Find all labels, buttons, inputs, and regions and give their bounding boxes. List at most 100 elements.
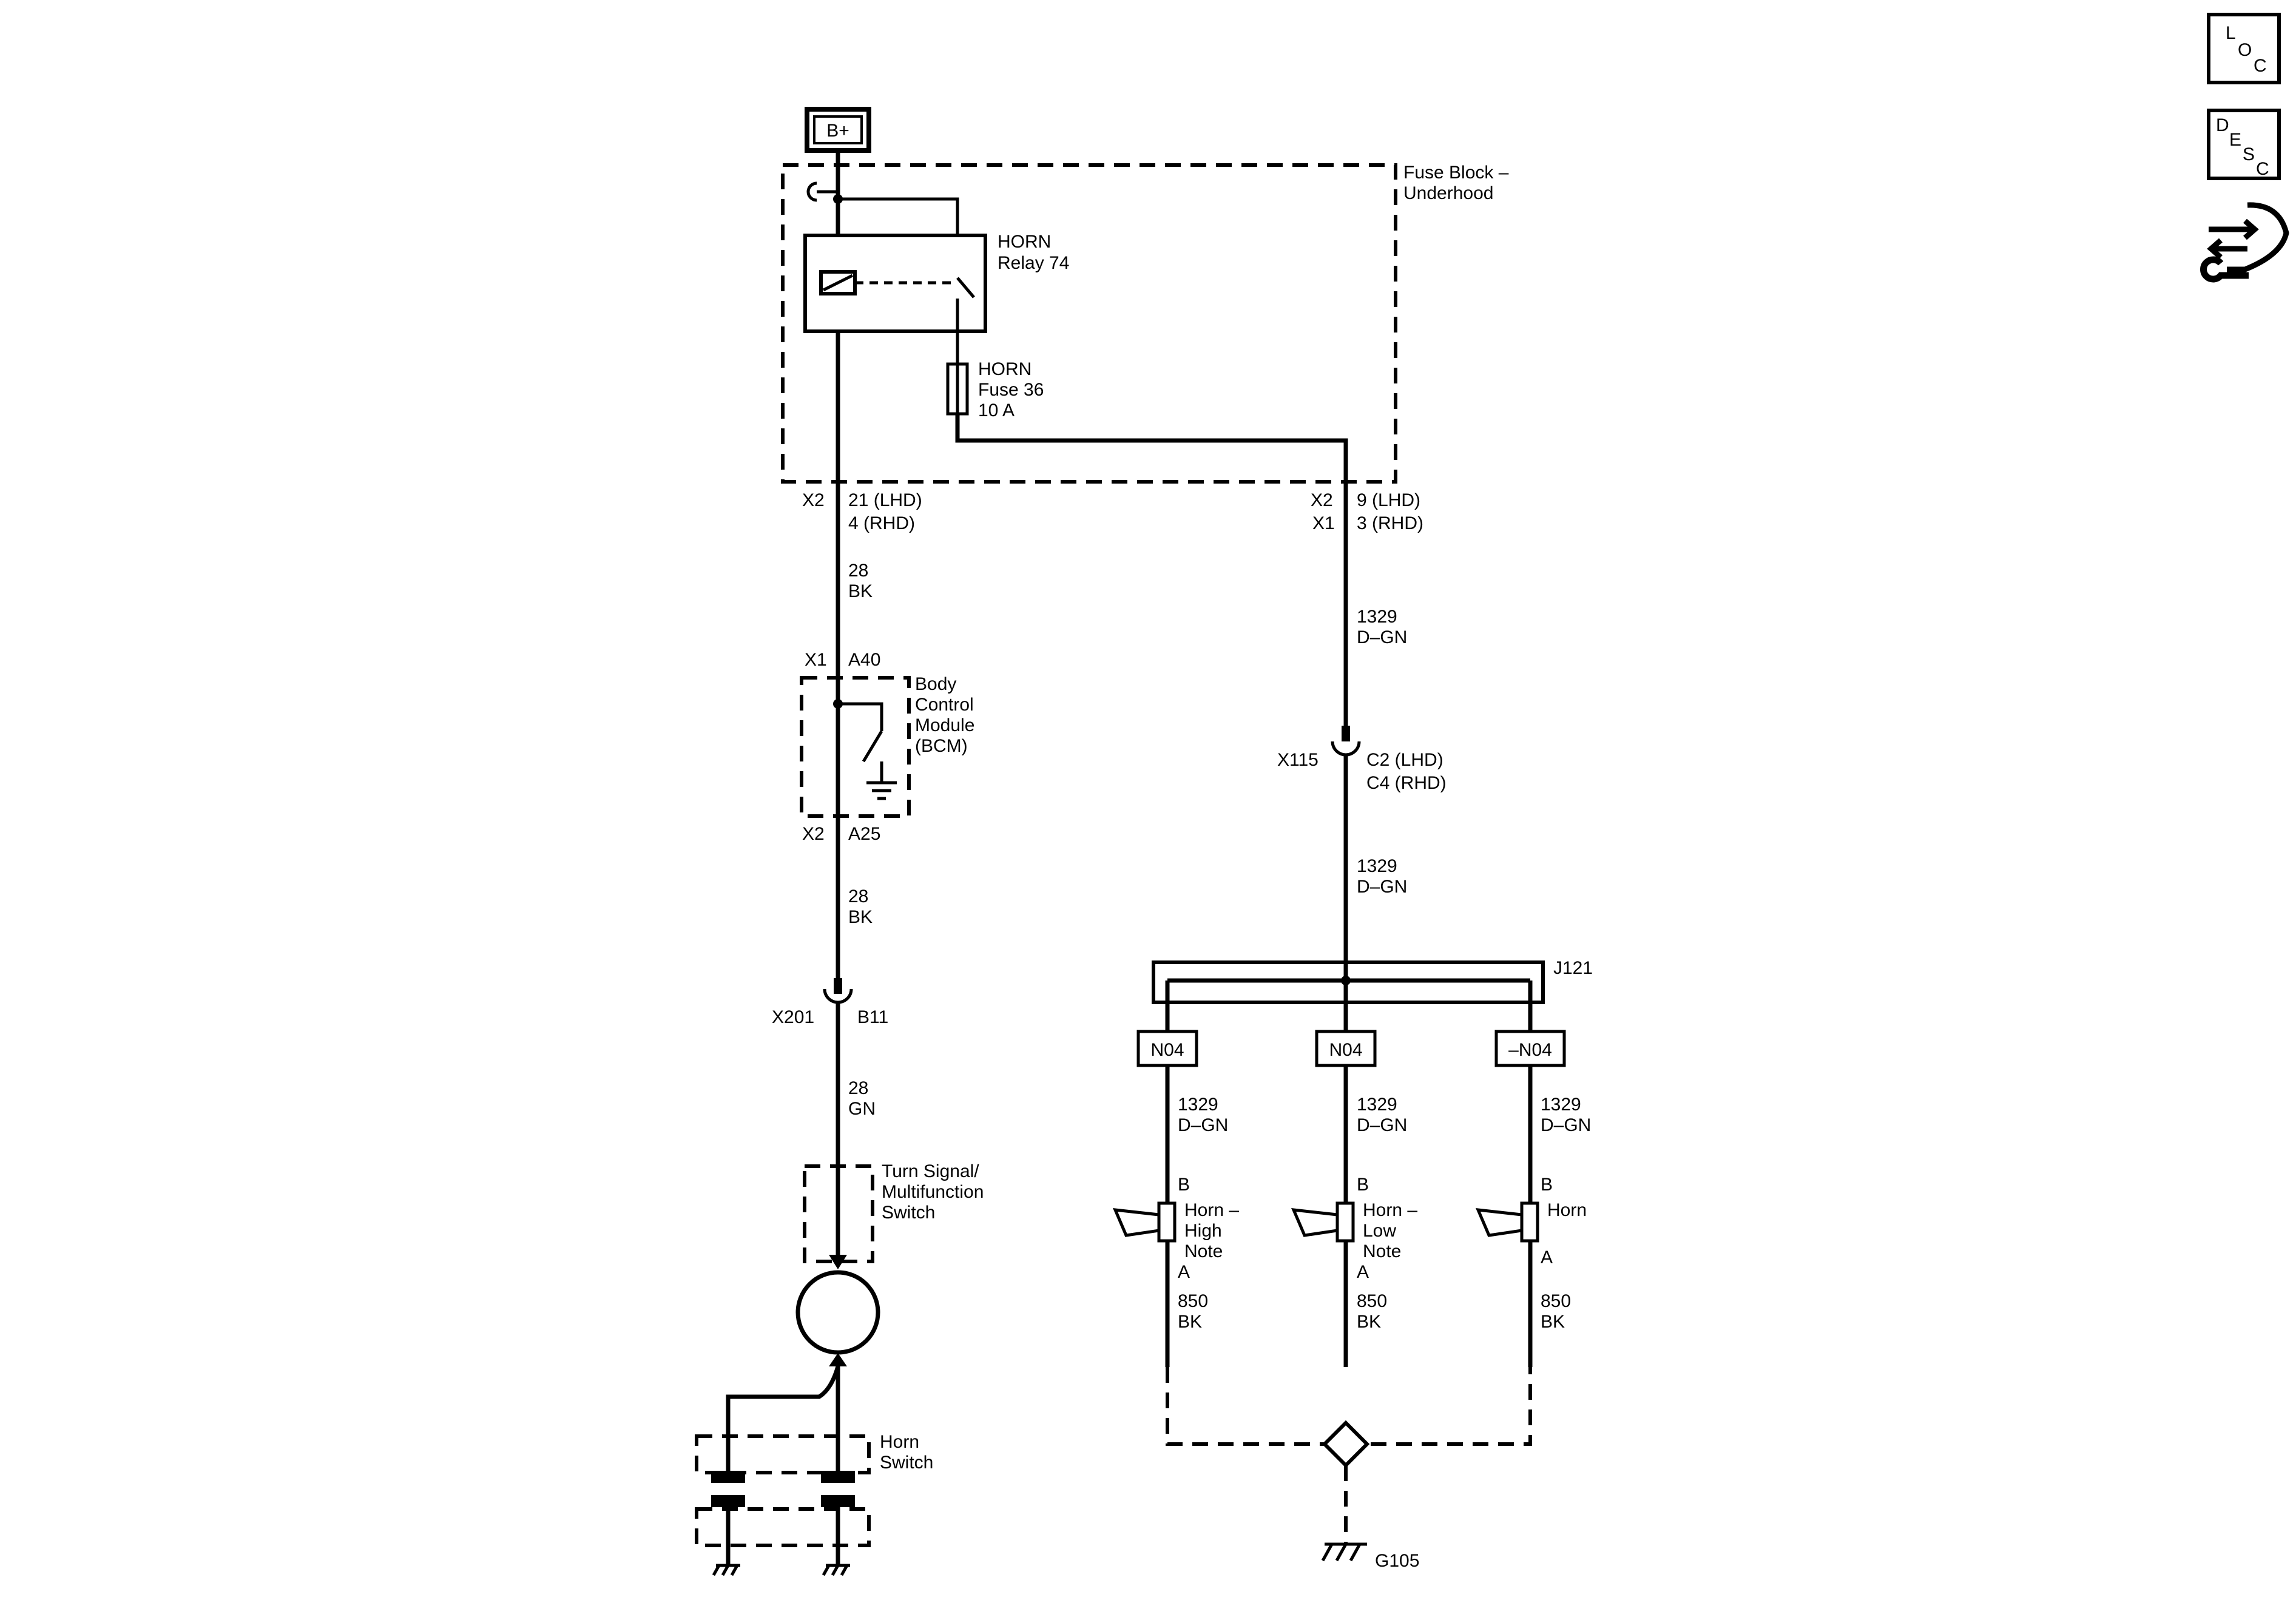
horn-name-1a: Horn – — [1363, 1200, 1417, 1220]
horn-switch-outline-top — [695, 1434, 871, 1474]
option-box-0 — [1136, 1030, 1198, 1067]
loc-button[interactable]: L O C — [2207, 13, 2281, 84]
battery-supply-label: B+ — [826, 121, 849, 141]
horn-name-1c: Note — [1363, 1241, 1401, 1261]
horn-low-note-icon — [1291, 1208, 1339, 1237]
bcm-conn-bot: X2 — [802, 824, 825, 844]
fb-pin-right-b: 3 (RHD) — [1357, 513, 1423, 533]
chassis-ground-icon-left — [712, 1564, 740, 1576]
x115-conn: X115 — [1277, 750, 1319, 770]
left-wire2-color: BK — [848, 907, 873, 927]
turn-signal-switch-outline — [803, 1164, 874, 1263]
right-wire2-num: 1329 — [1357, 856, 1397, 876]
horn-pin-a-0: A — [1178, 1262, 1190, 1282]
right-wire1-num: 1329 — [1357, 607, 1397, 627]
fuse-label-3: 10 A — [978, 400, 1015, 420]
tsw-label-2: Multifunction — [882, 1182, 984, 1202]
fuse-block-label-1: Fuse Block – — [1403, 163, 1509, 183]
fb-pin-left-a: 21 (LHD) — [848, 490, 922, 510]
option-label-1: N04 — [1329, 1040, 1362, 1060]
horn-high-note-icon — [1113, 1208, 1161, 1237]
x115-connector — [1331, 741, 1361, 757]
bcm-pin-bot: A25 — [848, 824, 880, 844]
left-wire1-color: BK — [848, 581, 873, 601]
fb-conn-right-b: X1 — [1312, 513, 1335, 533]
horn-gnd-color-0: BK — [1178, 1312, 1202, 1332]
horn-wire-num-1: 1329 — [1357, 1095, 1397, 1115]
x201-conn: X201 — [772, 1007, 814, 1027]
fb-conn-left: X2 — [802, 490, 825, 510]
left-wire3-num: 28 — [848, 1078, 868, 1098]
horn-pin-a-1: A — [1357, 1262, 1369, 1282]
horn-switch-outline-bot — [695, 1507, 871, 1547]
desc-button[interactable]: D E S C — [2207, 109, 2281, 180]
x115-pin-a: C2 (LHD) — [1366, 750, 1443, 770]
fb-pin-left-b: 4 (RHD) — [848, 513, 915, 533]
horn-name-1b: Low — [1363, 1221, 1396, 1241]
splice-label: J121 — [1553, 958, 1593, 978]
horn-switch-label-2: Switch — [880, 1453, 933, 1473]
splice-pack-j121 — [1152, 960, 1545, 1004]
right-wire1-color: D–GN — [1357, 627, 1407, 647]
relay-feed-marker — [806, 181, 838, 202]
wrench-arrows-icon[interactable] — [2200, 202, 2289, 283]
horn-switch-label-1: Horn — [880, 1432, 919, 1452]
desc-letter-c: C — [2256, 159, 2269, 179]
horn-pin-b-1: B — [1357, 1175, 1369, 1195]
clockspring-coil — [795, 1270, 880, 1355]
horn-wire-color-0: D–GN — [1178, 1115, 1228, 1135]
horn-name-0c: Note — [1184, 1241, 1223, 1261]
horn-gnd-num-0: 850 — [1178, 1291, 1208, 1311]
option-box-1 — [1315, 1030, 1377, 1067]
loc-letter-o: O — [2238, 40, 2252, 60]
horn-name-2a: Horn — [1547, 1200, 1587, 1220]
bcm-label-4: (BCM) — [915, 736, 968, 756]
bcm-label-1: Body — [915, 674, 956, 694]
ground-label: G105 — [1375, 1551, 1419, 1571]
tsw-label-1: Turn Signal/ — [882, 1161, 979, 1181]
horn-gnd-color-2: BK — [1541, 1312, 1565, 1332]
fuse-block-outline — [781, 163, 1397, 484]
bcm-pin-top: A40 — [848, 650, 880, 670]
desc-letter-d: D — [2216, 115, 2229, 135]
horn-wire-color-1: D–GN — [1357, 1115, 1407, 1135]
bcm-label-2: Control — [915, 695, 974, 715]
fuse-label-1: HORN — [978, 359, 1032, 379]
clockspring-arrow — [829, 1255, 847, 1269]
left-wire3-color: GN — [848, 1099, 876, 1119]
chassis-ground-icon-g105 — [1321, 1542, 1367, 1562]
relay-switch — [956, 277, 975, 299]
ground-splice-diamond — [1322, 1420, 1370, 1468]
horn-pin-a-2: A — [1541, 1247, 1553, 1268]
option-label-2: –N04 — [1508, 1040, 1552, 1060]
loc-letter-c: C — [2254, 56, 2267, 76]
desc-letter-s: S — [2243, 144, 2255, 164]
horn-name-0a: Horn – — [1184, 1200, 1239, 1220]
horn-switch-contact-right-b — [821, 1495, 855, 1507]
left-wire2-num: 28 — [848, 886, 868, 906]
right-wire2-color: D–GN — [1357, 877, 1407, 897]
bcm-switch — [838, 702, 883, 763]
fuse-label-2: Fuse 36 — [978, 380, 1044, 400]
tsw-label-3: Switch — [882, 1203, 935, 1223]
horn-relay-box — [803, 234, 987, 333]
horn-switch-contact-left-a — [711, 1471, 745, 1483]
option-label-0: N04 — [1150, 1040, 1184, 1060]
horn-wire-color-2: D–GN — [1541, 1115, 1591, 1135]
fuse-block-label-2: Underhood — [1403, 183, 1493, 203]
chassis-ground-icon-right — [822, 1564, 850, 1576]
relay-label-2: Relay 74 — [998, 253, 1069, 273]
horn-name-0b: High — [1184, 1221, 1222, 1241]
horn-icon — [1476, 1208, 1524, 1237]
horn-pin-b-0: B — [1178, 1175, 1190, 1195]
fb-pin-right-a: 9 (LHD) — [1357, 490, 1420, 510]
loc-letter-l: L — [2226, 23, 2236, 43]
horn-wire-num-2: 1329 — [1541, 1095, 1581, 1115]
bcm-label-3: Module — [915, 715, 974, 735]
horn-wire-num-0: 1329 — [1178, 1095, 1218, 1115]
x115-pin-b: C4 (RHD) — [1366, 773, 1447, 793]
bcm-ground-icon — [866, 761, 897, 800]
x201-pin: B11 — [857, 1007, 888, 1027]
horn-pin-b-2: B — [1541, 1175, 1553, 1195]
